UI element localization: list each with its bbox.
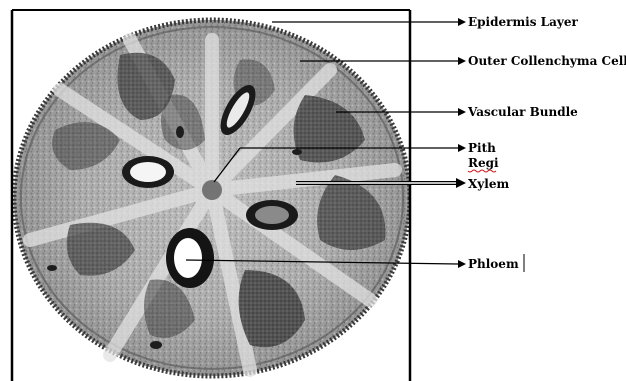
- label-regi: Regi: [468, 156, 499, 170]
- spellcheck-underline: [468, 170, 496, 172]
- label-pith: Pith: [468, 141, 496, 155]
- label-xylem: Xylem: [468, 177, 509, 191]
- label-outer-collenchyma-cell: Outer Collenchyma Cell: [468, 54, 626, 68]
- pith-center: [202, 180, 222, 200]
- label-phloem: Phloem: [468, 257, 519, 271]
- micrograph: [12, 10, 410, 381]
- label-epidermis-layer: Epidermis Layer: [468, 15, 578, 29]
- label-vascular-bundle: Vascular Bundle: [467, 105, 578, 119]
